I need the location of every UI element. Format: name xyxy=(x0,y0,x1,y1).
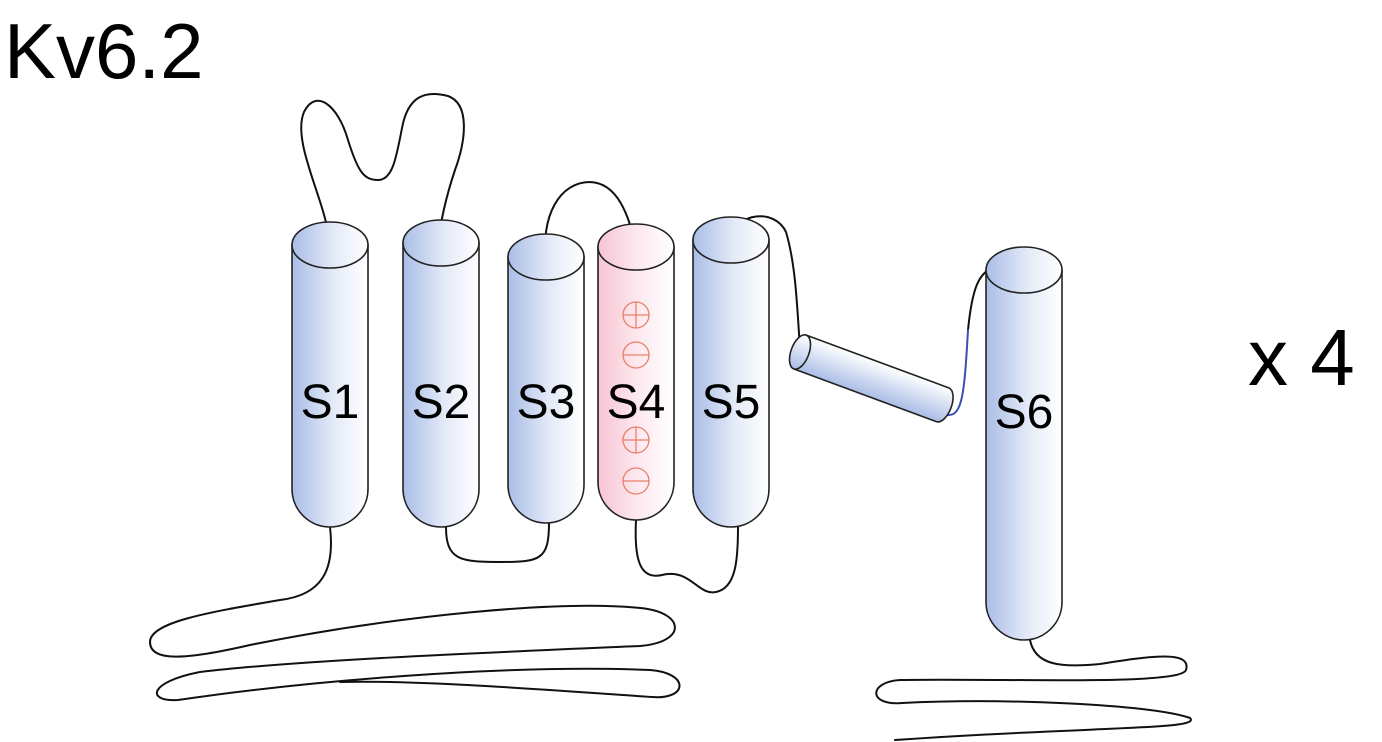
helix-label-s2: S2 xyxy=(412,376,471,429)
n-terminus xyxy=(148,526,681,702)
helix-s4 xyxy=(597,223,675,521)
plus-icon xyxy=(622,301,650,329)
helix-s2 xyxy=(402,219,480,528)
helix-label-s5: S5 xyxy=(702,376,761,429)
helix-cap xyxy=(692,216,770,264)
helix-cap xyxy=(985,246,1063,294)
helix-body xyxy=(507,256,585,524)
helix-body xyxy=(291,244,369,528)
helix-body xyxy=(692,239,770,528)
s4-s5-linker xyxy=(634,519,739,594)
helix-body xyxy=(985,269,1063,641)
helix-label-s1: S1 xyxy=(301,376,360,429)
pore-helix xyxy=(788,334,954,423)
helix-cap xyxy=(597,223,675,271)
helix-s6 xyxy=(985,246,1063,641)
s3-s4-extracellular-loop xyxy=(543,180,637,266)
helix-cap xyxy=(507,233,585,281)
helix-label-s3: S3 xyxy=(517,376,576,429)
helix-s1 xyxy=(291,221,369,528)
helix-cap xyxy=(402,219,480,267)
helix-label-s6: S6 xyxy=(995,386,1054,439)
s1-s2-extracellular-loop xyxy=(300,92,465,246)
helix-s3 xyxy=(507,233,585,524)
helix-body xyxy=(402,242,480,528)
diagram-title: Kv6.2 xyxy=(4,7,203,95)
helix-body xyxy=(597,246,675,521)
helix-s5 xyxy=(692,216,770,528)
minus-icon xyxy=(622,341,650,369)
c-terminus xyxy=(875,639,1192,741)
tetramer-multiplier: x 4 xyxy=(1248,313,1355,402)
selectivity-filter-linker xyxy=(942,329,969,416)
helix-label-s4: S4 xyxy=(607,376,666,429)
minus-icon xyxy=(622,467,650,495)
s2-s3-intracellular-loop xyxy=(445,522,550,564)
plus-icon xyxy=(622,426,650,454)
helix-cap xyxy=(291,221,369,269)
